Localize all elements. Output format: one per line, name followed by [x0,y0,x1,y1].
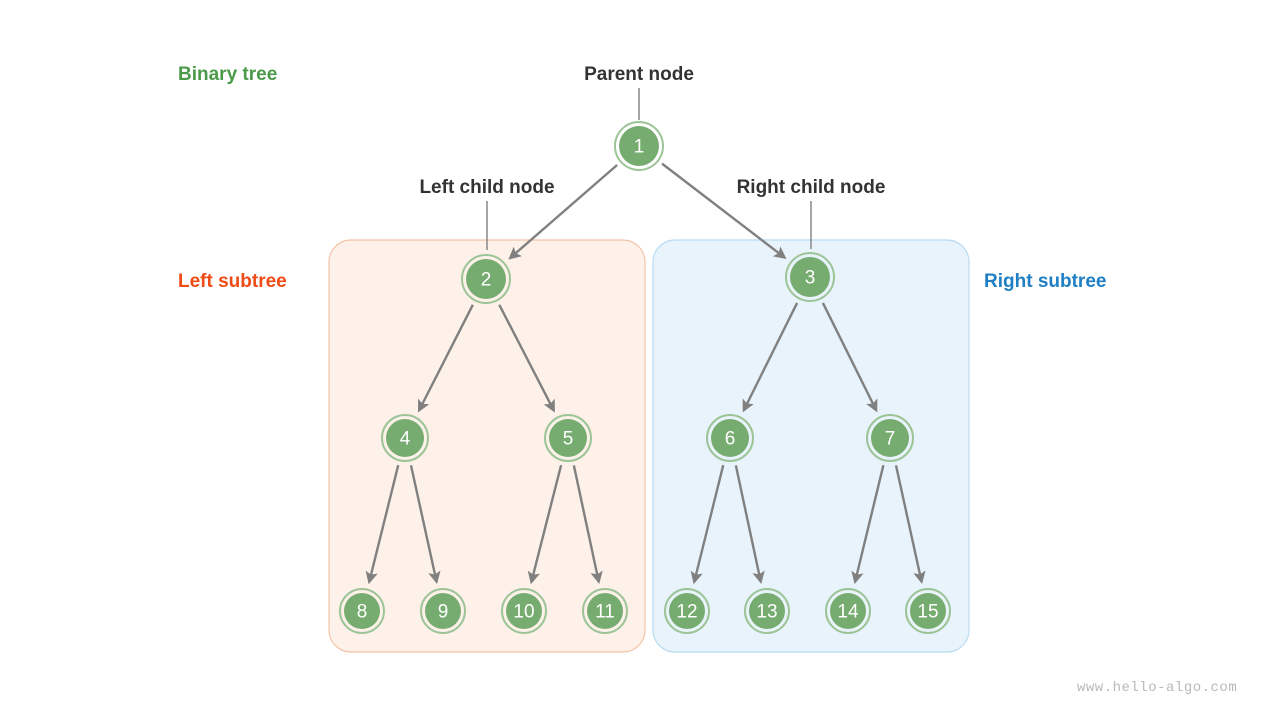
tree-edge-n3-to-n7 [821,302,878,413]
tree-edges [365,162,926,585]
node-disc-14 [830,593,866,629]
tree-node-8[interactable]: 8 [339,588,385,634]
subtree-regions [328,239,970,653]
node-disc-1 [619,126,659,166]
tree-edge-n1-to-n3 [661,162,787,259]
parent-node-annotation: Parent node [584,64,694,85]
node-value-8: 8 [357,602,368,623]
right-child-node-annotation: Right child node [737,177,886,198]
node-value-3: 3 [805,268,816,289]
node-disc-6 [711,419,749,457]
right-subtree-label: Right subtree [984,271,1106,292]
tree-edge-n2-to-n4 [417,304,474,413]
tree-node-12[interactable]: 12 [664,588,710,634]
tree-edge-n1-to-n2 [508,164,618,260]
tree-node-9[interactable]: 9 [420,588,466,634]
tree-edge-n4-to-n9 [409,465,441,585]
tree-node-14[interactable]: 14 [825,588,871,634]
tree-node-11[interactable]: 11 [582,588,628,634]
node-value-11: 11 [595,602,615,623]
node-value-7: 7 [885,429,896,450]
node-disc-5 [549,419,587,457]
node-ring-10 [501,588,547,634]
node-value-1: 1 [634,137,645,158]
left-subtree-label: Left subtree [178,271,287,292]
tree-edge-n7-to-n14 [851,464,885,585]
node-disc-2 [466,259,506,299]
node-value-15: 15 [917,602,938,623]
tree-edge-n6-to-n13 [734,465,765,585]
tree-node-6[interactable]: 6 [706,414,754,462]
node-ring-3 [785,252,835,302]
node-ring-5 [544,414,592,462]
tree-edge-n5-to-n10 [527,464,563,585]
node-ring-11 [582,588,628,634]
tree-edge-n7-to-n15 [894,465,926,585]
node-disc-10 [506,593,542,629]
node-value-13: 13 [756,602,777,623]
node-ring-2 [461,254,511,304]
annotation-pointers [486,88,812,250]
tree-node-1[interactable]: 1 [614,121,664,171]
node-disc-7 [871,419,909,457]
node-ring-14 [825,588,871,634]
tree-edge-n5-to-n11 [572,465,603,585]
node-ring-1 [614,121,664,171]
node-disc-3 [790,257,830,297]
node-value-5: 5 [563,429,574,450]
tree-edge-n4-to-n8 [365,464,400,585]
node-disc-8 [344,593,380,629]
node-ring-7 [866,414,914,462]
tree-node-3[interactable]: 3 [785,252,835,302]
left-child-node-annotation: Left child node [419,177,554,198]
node-value-6: 6 [725,429,736,450]
node-ring-9 [420,588,466,634]
node-disc-11 [587,593,623,629]
tree-edge-n2-to-n5 [498,304,555,413]
node-value-10: 10 [513,602,534,623]
tree-node-7[interactable]: 7 [866,414,914,462]
node-ring-12 [664,588,710,634]
node-value-9: 9 [438,602,449,623]
node-disc-9 [425,593,461,629]
tree-node-4[interactable]: 4 [381,414,429,462]
footer-watermark: www.hello-algo.com [1077,680,1237,696]
node-ring-4 [381,414,429,462]
tree-node-13[interactable]: 13 [744,588,790,634]
tree-edge-n3-to-n6 [742,302,799,413]
tree-node-2[interactable]: 2 [461,254,511,304]
node-value-2: 2 [481,270,492,291]
tree-edge-n6-to-n12 [690,464,725,585]
node-disc-13 [749,593,785,629]
page-title: Binary tree [178,64,277,85]
tree-node-15[interactable]: 15 [905,588,951,634]
node-ring-6 [706,414,754,462]
node-disc-15 [910,593,946,629]
node-ring-8 [339,588,385,634]
node-value-4: 4 [400,429,411,450]
node-value-14: 14 [837,602,859,623]
node-ring-13 [744,588,790,634]
node-disc-4 [386,419,424,457]
tree-node-5[interactable]: 5 [544,414,592,462]
node-ring-15 [905,588,951,634]
node-disc-12 [669,593,705,629]
tree-node-10[interactable]: 10 [501,588,547,634]
node-value-12: 12 [676,602,697,623]
